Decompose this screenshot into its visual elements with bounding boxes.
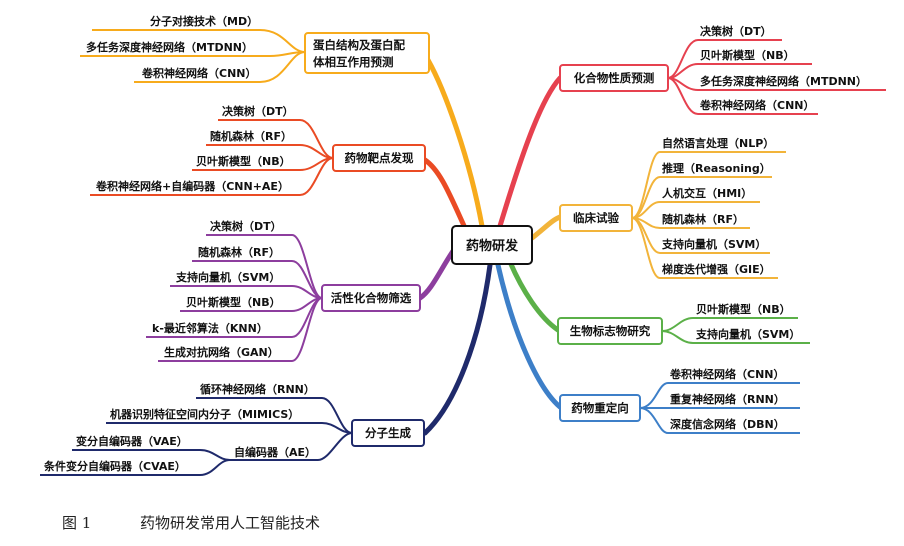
leaf-label: 重复神经网络（RNN） [670, 392, 785, 406]
leaf-label: 贝叶斯模型（NB） [186, 295, 281, 309]
branch-target-label: 药物靶点发现 [345, 151, 414, 165]
leaf-label: 循环神经网络（RNN） [200, 382, 315, 396]
leaf-label: 卷积神经网络（CNN） [669, 367, 784, 381]
branch-property-box [559, 64, 669, 92]
leaf-label: 自然语言处理（NLP） [662, 136, 774, 150]
figure-caption: 图 1 药物研发常用人工智能技术 [62, 512, 320, 533]
repurpose-leaf-connectors [639, 382, 800, 434]
biomarker-leaf-connectors [661, 317, 810, 344]
branch-biomarker-label: 生物标志物研究 [570, 324, 651, 338]
root-node-label: 药物研发 [466, 238, 519, 254]
connector-root-clinical [529, 214, 563, 241]
connector-root-property [497, 75, 563, 229]
leaf-label: 随机森林（RF） [198, 245, 280, 259]
leaf-label: 卷积神经网络（CNN） [141, 66, 256, 80]
mind-map: 药物研发 蛋白结构及蛋白配 体相互作用预测 药物靶点发现 活性化合物筛选 分子生… [40, 14, 886, 476]
leaf-label: k-最近邻算法（KNN） [152, 321, 268, 335]
root-node-box [451, 225, 533, 265]
leaf-label: 分子对接技术（MD） [150, 14, 258, 28]
leaf-label: 支持向量机（SVM） [661, 237, 766, 251]
leaf-label: 深度信念网络（DBN） [670, 417, 785, 431]
branch-protein-box [304, 32, 430, 74]
leaf-label: 支持向量机（SVM） [175, 270, 280, 284]
leaf-label: 决策树（DT） [700, 24, 772, 38]
branch-repurpose-label: 药物重定向 [571, 401, 629, 415]
clinical-leaf-connectors [631, 151, 786, 279]
leaf-label: 贝叶斯模型（NB） [196, 154, 291, 168]
leaf-label: 变分自编码器（VAE） [76, 434, 188, 448]
leaf-label: 决策树（DT） [222, 104, 294, 118]
connector-root-protein [425, 57, 485, 229]
leaf-label: 人机交互（HMI） [662, 186, 752, 200]
branch-protein-label-2: 体相互作用预测 [313, 55, 394, 69]
leaf-label: 梯度迭代增强（GIE） [662, 262, 771, 276]
branch-protein-label-1: 蛋白结构及蛋白配 [313, 38, 405, 52]
branch-repurpose-box [559, 394, 641, 422]
branch-clinical-label: 临床试验 [573, 211, 619, 225]
leaf-label: 卷积神经网络+自编码器（CNN+AE） [95, 179, 289, 193]
branch-target-box [332, 144, 426, 172]
target-leaf-connectors [90, 119, 334, 196]
leaf-label: 支持向量机（SVM） [695, 327, 800, 341]
screen-leaf-connectors [146, 234, 323, 362]
branch-gen-label: 分子生成 [365, 426, 411, 440]
leaf-label: 随机森林（RF） [210, 129, 292, 143]
connector-root-target [422, 157, 468, 231]
leaf-label: 决策树（DT） [210, 219, 282, 233]
leaf-label: 多任务深度神经网络（MTDNN） [700, 74, 867, 88]
leaf-label: 贝叶斯模型（NB） [696, 302, 791, 316]
leaf-label: 贝叶斯模型（NB） [700, 48, 795, 62]
figure-number: 图 1 [62, 514, 92, 532]
leaf-label: 生成对抗网络（GAN） [164, 345, 279, 359]
branch-screen-box [321, 284, 421, 312]
leaf-label: 随机森林（RF） [662, 212, 744, 226]
branch-biomarker-box [557, 317, 663, 345]
sub-branch-label: 自编码器（AE） [234, 445, 316, 459]
gen-leaf-connectors [40, 397, 353, 476]
connector-root-repurpose [495, 262, 563, 410]
leaf-label: 机器识别特征空间内分子（MIMICS） [110, 407, 299, 421]
leaf-label: 卷积神经网络（CNN） [699, 98, 814, 112]
connector-root-biomarker [507, 259, 561, 333]
branch-gen-box [351, 419, 425, 447]
branch-clinical-box [559, 204, 633, 232]
branch-screen-label: 活性化合物筛选 [331, 291, 412, 305]
branch-property-label: 化合物性质预测 [574, 71, 655, 85]
property-leaf-connectors [667, 39, 886, 115]
protein-leaf-connectors [80, 29, 306, 83]
leaf-label: 推理（Reasoning） [662, 161, 771, 175]
leaf-label: 条件变分自编码器（CVAE） [43, 459, 186, 473]
connector-root-screen [417, 245, 458, 301]
leaf-label: 多任务深度神经网络（MTDNN） [86, 40, 253, 54]
connector-root-gen [422, 262, 493, 436]
figure-title: 药物研发常用人工智能技术 [140, 514, 321, 532]
